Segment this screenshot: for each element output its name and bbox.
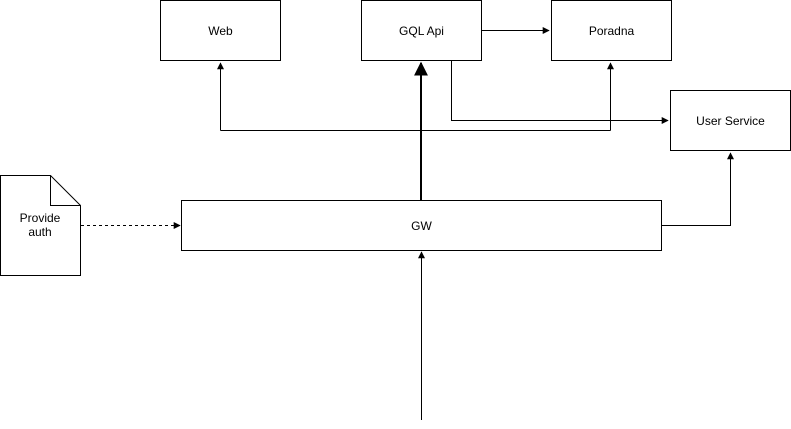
node-gw-label: GW	[411, 218, 432, 233]
node-gql-api-label: GQL Api	[399, 23, 444, 38]
provide-auth-document	[0, 175, 81, 276]
node-gw[interactable]: GW	[181, 200, 662, 251]
provide-auth-label-line2: auth	[28, 225, 52, 239]
node-user-service-label: User Service	[696, 113, 765, 128]
node-web[interactable]: Web	[160, 0, 281, 61]
provide-auth-label-line1: Provide	[19, 211, 61, 225]
provide-auth-document-fold	[50, 175, 81, 206]
edge-gw-to-user-service	[661, 152, 734, 226]
node-user-service[interactable]: User Service	[670, 90, 791, 151]
node-poradna-label: Poradna	[588, 23, 635, 38]
node-web-label: Web	[208, 23, 233, 38]
node-gql-api[interactable]: GQL Api	[361, 0, 482, 61]
node-poradna[interactable]: Poradna	[551, 0, 672, 61]
provide-auth-label: Provide auth	[0, 211, 80, 239]
edge-gql-to-user-service	[451, 61, 669, 124]
